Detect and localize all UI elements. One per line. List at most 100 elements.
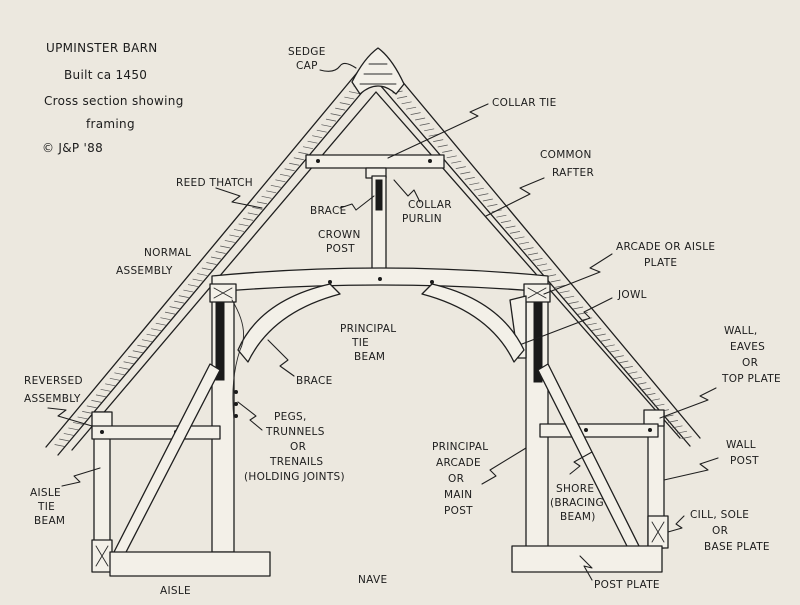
thatch-stroke <box>469 182 480 186</box>
right-arch-brace <box>421 283 525 363</box>
thatch-stroke <box>541 268 552 272</box>
thatch-stroke <box>261 195 272 199</box>
thatch-stroke <box>132 350 143 354</box>
thatch-stroke <box>415 117 426 121</box>
thatch-stroke <box>478 193 489 196</box>
thatch-stroke <box>509 231 521 234</box>
thatch-stroke <box>640 387 651 391</box>
thatch-stroke <box>210 256 222 260</box>
thatch-stroke <box>105 383 116 387</box>
thatch-stroke <box>220 245 231 249</box>
right-arcade-plate-mark <box>527 287 547 299</box>
thatch-stroke <box>91 400 102 403</box>
thatch-stroke <box>419 123 430 126</box>
thatch-stroke <box>183 289 194 293</box>
copyright-mark: © J&P '88 <box>42 141 103 155</box>
thatch-stroke <box>433 139 444 142</box>
left-post-grain <box>231 299 245 421</box>
thatch-stroke <box>146 333 157 337</box>
thatch-stroke <box>339 102 350 105</box>
thatch-stroke <box>123 361 134 365</box>
leader-collar-tie <box>387 103 489 159</box>
thatch-stroke <box>595 333 606 337</box>
leader-wall-plate <box>659 387 717 419</box>
label-brace-top: BRACE <box>310 205 347 217</box>
peg-icon <box>648 428 652 432</box>
thatch-stroke <box>568 301 579 304</box>
thatch-stroke <box>256 201 268 205</box>
leader-brace-mid <box>267 339 295 377</box>
thatch-stroke <box>229 234 240 238</box>
thatch-stroke <box>243 218 254 221</box>
leader-cill <box>667 515 685 533</box>
thatch-stroke <box>224 240 235 243</box>
title-block: UPMINSTER BARN Built ca 1450 Cross secti… <box>42 41 183 155</box>
thatch-stroke <box>618 360 629 364</box>
leader-pegs <box>237 401 263 431</box>
thatch-stroke <box>559 290 570 294</box>
thatch-stroke <box>555 285 566 288</box>
title-line-4: framing <box>86 117 135 131</box>
left-cill-mark <box>95 545 109 567</box>
thatch-stroke <box>312 135 323 139</box>
labels: SEDGE CAP COLLAR TIE COMMON RAFTER REED … <box>24 46 781 597</box>
collar-tie <box>305 154 445 169</box>
thatch-stroke <box>518 241 530 245</box>
right-aisle-tie-beam <box>539 423 659 438</box>
thatch-stroke <box>279 173 291 177</box>
thatch-stroke <box>266 190 277 194</box>
thatch-stroke <box>487 204 498 207</box>
thatch-stroke <box>151 328 162 332</box>
label-collar-tie: COLLAR TIE <box>492 97 557 109</box>
label-crown-post: CROWN POST <box>318 229 364 255</box>
thatch-stroke <box>532 258 543 261</box>
label-reversed-assembly: REVERSED ASSEMBLY <box>24 375 86 405</box>
label-aisle-tie-beam: AISLE TIE BEAM <box>30 487 65 527</box>
thatch-stroke <box>627 371 638 375</box>
leader-lines <box>47 62 719 581</box>
thatch-stroke <box>622 366 633 369</box>
thatch-stroke <box>59 438 70 442</box>
thatch-stroke <box>667 420 679 423</box>
right-cill-mark <box>651 521 665 543</box>
leader-reversed-assembly <box>47 407 93 427</box>
thatch-stroke <box>591 328 602 331</box>
left-aisle-tie-beam <box>91 425 221 440</box>
thatch-stroke <box>187 284 199 287</box>
thatch-stroke <box>174 300 185 304</box>
label-aisle: AISLE <box>160 585 191 597</box>
leader-post-plate <box>579 555 593 581</box>
thatch-stroke <box>325 118 337 122</box>
thatch-stroke <box>197 273 208 276</box>
leader-brace-top <box>339 195 375 211</box>
thatch-stroke <box>344 96 355 100</box>
thatch-stroke <box>335 107 346 111</box>
thatch-stroke <box>442 150 453 153</box>
label-post-plate: POST PLATE <box>594 579 660 591</box>
right-post-plate <box>511 545 663 573</box>
thatch-stroke <box>141 339 153 343</box>
peg-icon <box>316 159 320 163</box>
thatch-stroke <box>321 124 332 128</box>
thatch-stroke <box>500 220 511 223</box>
thatch-stroke <box>649 398 660 402</box>
leader-reed-thatch <box>215 187 263 209</box>
left-post-plate <box>109 551 271 577</box>
thatch-stroke <box>676 430 688 434</box>
label-principal-tie-beam: PRINCIPAL TIE BEAM <box>340 323 400 363</box>
thatch-stroke <box>613 355 624 358</box>
thatch-stroke <box>160 317 171 321</box>
thatch-stroke <box>523 247 534 250</box>
label-wall-plate: WALL, EAVES OR TOP PLATE <box>721 325 781 385</box>
thatch-stroke <box>72 422 84 425</box>
thatch-stroke <box>289 162 300 166</box>
thatch-stroke <box>330 113 341 116</box>
thatch-stroke <box>86 405 97 409</box>
thatch-stroke <box>586 322 597 326</box>
thatch-stroke <box>410 112 421 115</box>
thatch-stroke <box>496 214 507 218</box>
leader-collar-purlin <box>393 179 421 203</box>
label-shore: SHORE (BRACING BEAM) <box>550 483 608 523</box>
left-arch-brace <box>237 283 341 363</box>
thatch-stroke <box>252 207 263 210</box>
